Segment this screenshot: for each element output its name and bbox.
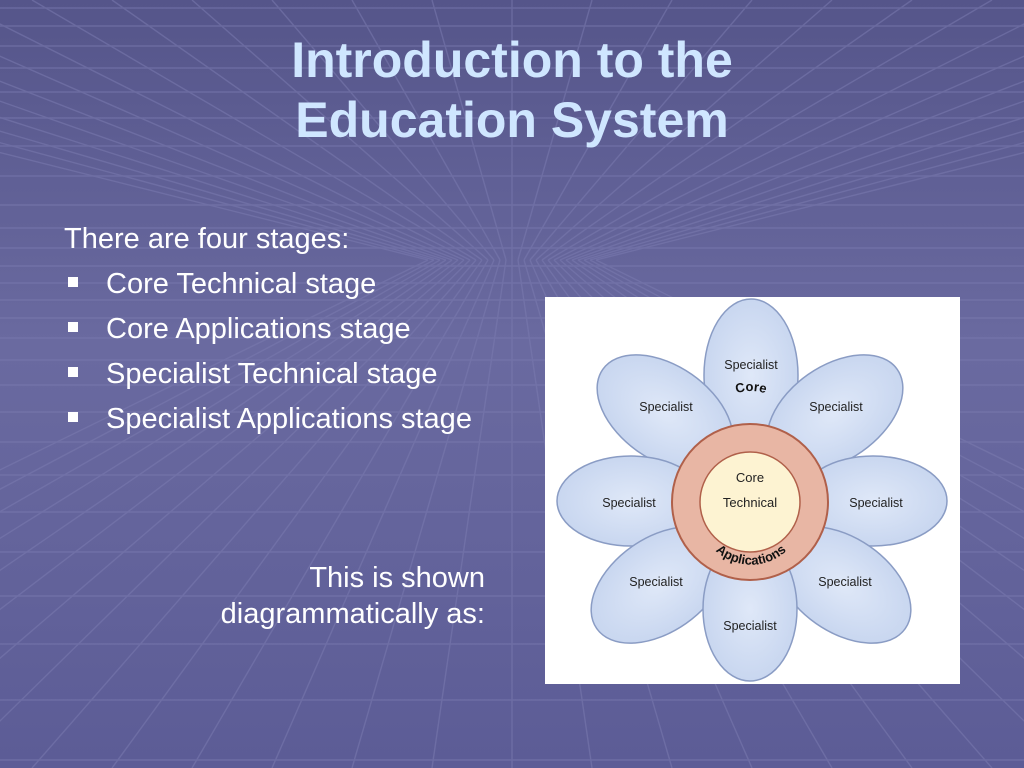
flower-diagram: Specialist Specialist Specialist Special…: [545, 297, 960, 684]
petal-label: Specialist: [629, 575, 683, 589]
caption-line-2: diagrammatically as:: [220, 598, 485, 630]
grid-line: [0, 259, 471, 722]
core-technical-center: [699, 451, 801, 553]
list-item: Core Technical stage: [64, 262, 472, 307]
grid-line: [271, 259, 495, 768]
petal-label: Specialist: [602, 496, 656, 510]
stage-list: Core Technical stage Core Applications s…: [64, 262, 472, 442]
grid-line: [31, 0, 477, 261]
grid-line: [0, 259, 435, 490]
square-bullet-icon: [68, 276, 78, 287]
grid-line: [31, 259, 477, 768]
grid-line: [0, 55, 465, 261]
grid-line: [547, 0, 993, 261]
grid-line: [0, 259, 459, 611]
grid-line: [0, 151, 429, 261]
grid-line: [0, 259, 441, 513]
list-item-text: Specialist Applications stage: [106, 403, 472, 435]
grid-line: [191, 0, 489, 261]
title-line-2: Education System: [295, 92, 729, 148]
square-bullet-icon: [68, 366, 78, 377]
grid-line: [351, 259, 501, 768]
center-label-line-1: Core: [736, 470, 764, 485]
grid-line: [559, 55, 1024, 261]
grid-line: [571, 100, 1024, 261]
caption-line-1: This is shown: [309, 562, 485, 594]
petal-label: Specialist: [849, 496, 903, 510]
grid-line: [191, 259, 489, 768]
grid-line: [0, 259, 429, 471]
petal-label: Specialist: [809, 400, 863, 414]
grid-line: [111, 0, 483, 261]
petal: Specialist: [556, 455, 706, 547]
petal-label: Specialist: [724, 358, 778, 372]
grid-line: [0, 80, 459, 261]
grid-line: [271, 0, 495, 261]
grid-line: [0, 259, 453, 572]
square-bullet-icon: [68, 411, 78, 422]
grid-line: [553, 23, 1024, 261]
grid-line: [351, 0, 501, 261]
intro-text: There are four stages:: [64, 223, 350, 255]
grid-line: [577, 116, 1024, 261]
grid-line: [529, 0, 753, 261]
grid-line: [595, 151, 1024, 261]
list-item-text: Core Technical stage: [106, 268, 377, 300]
title-line-1: Introduction to the: [291, 32, 733, 88]
grid-line: [0, 259, 447, 540]
petal-label: Specialist: [723, 619, 777, 633]
petal-label: Specialist: [818, 575, 872, 589]
grid-line: [517, 0, 593, 261]
list-item-text: Core Applications stage: [106, 313, 411, 345]
petal: Specialist: [774, 526, 912, 644]
ring-top-label: Core: [734, 379, 769, 396]
list-item: Core Applications stage: [64, 307, 472, 352]
diagram-caption: This is shown diagrammatically as:: [120, 560, 485, 632]
grid-line: [0, 130, 441, 261]
grid-line: [111, 259, 483, 768]
grid-line: [0, 116, 447, 261]
center-label-line-2: Technical: [723, 495, 777, 510]
list-item-text: Specialist Technical stage: [106, 358, 438, 390]
square-bullet-icon: [68, 321, 78, 332]
grid-line: [583, 130, 1024, 261]
grid-line: [431, 259, 507, 768]
grid-line: [535, 0, 833, 261]
list-item: Specialist Applications stage: [64, 397, 472, 442]
grid-line: [0, 259, 465, 660]
grid-line: [541, 0, 913, 261]
grid-line: [589, 141, 1024, 261]
list-item: Specialist Technical stage: [64, 352, 472, 397]
grid-line: [0, 100, 453, 261]
grid-line: [431, 0, 507, 261]
slide-title: Introduction to the Education System: [0, 30, 1024, 150]
grid-line: [565, 80, 1024, 261]
grid-line: [523, 0, 673, 261]
grid-line: [0, 141, 435, 261]
grid-line: [0, 23, 471, 261]
petal-label: Specialist: [639, 400, 693, 414]
